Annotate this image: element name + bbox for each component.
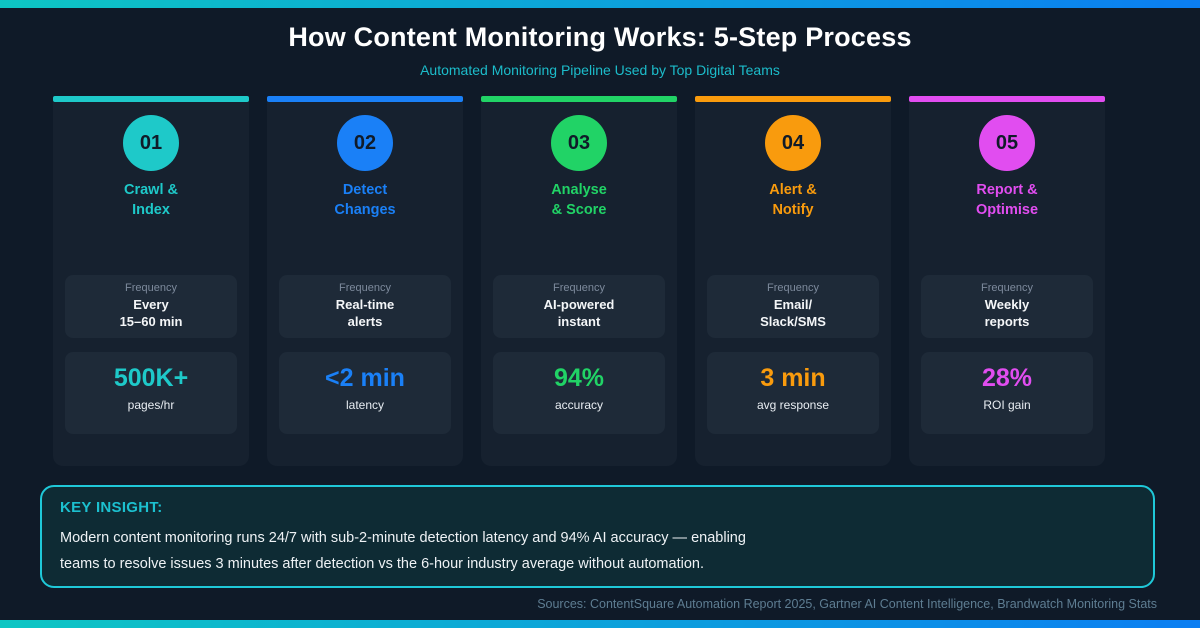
step-title-line: & Score	[551, 202, 607, 218]
step-4-number: 04	[781, 131, 805, 154]
step-5-number-badge: 05	[979, 115, 1035, 171]
metric-value: 500K+	[113, 364, 189, 392]
step-2-number: 02	[353, 131, 377, 154]
sources-text: Sources: ContentSquare Automation Report…	[537, 597, 1157, 611]
frequency-value: Email/ Slack/SMS	[707, 297, 879, 330]
metric-label: accuracy	[554, 398, 604, 412]
step-4-frequency-box: Frequency Email/ Slack/SMS	[707, 275, 879, 338]
step-3-frequency-box: Frequency AI-powered instant	[493, 275, 665, 338]
metric-label: latency	[345, 398, 385, 412]
step-1-title: Crawl & Index	[53, 180, 249, 220]
frequency-value-line: 15–60 min	[119, 313, 183, 329]
step-card-2: 02 Detect Changes Frequency Real-time al…	[267, 96, 463, 466]
step-4-number-badge: 04	[765, 115, 821, 171]
frequency-value: AI-powered instant	[493, 297, 665, 330]
key-insight-line: Modern content monitoring runs 24/7 with…	[60, 530, 746, 546]
step-title-line: Crawl &	[124, 182, 178, 198]
step-4-title: Alert & Notify	[695, 180, 891, 220]
step-3-accent-bar	[481, 96, 677, 102]
step-1-number: 01	[139, 131, 163, 154]
step-5-title: Report & Optimise	[909, 180, 1105, 220]
metric-value: 28%	[981, 364, 1033, 392]
step-title-line: Changes	[334, 202, 396, 218]
step-title-line: Optimise	[975, 202, 1039, 218]
steps-row: 01 Crawl & Index Frequency Every 15–60 m…	[53, 96, 1105, 466]
step-3-card-body: 03 Analyse & Score Frequency AI-powered …	[481, 102, 677, 466]
top-gradient-bar	[0, 0, 1200, 8]
step-3-title: Analyse & Score	[481, 180, 677, 220]
frequency-label: Frequency	[553, 282, 605, 294]
frequency-value-line: alerts	[347, 313, 383, 329]
page-title: How Content Monitoring Works: 5-Step Pro…	[288, 22, 912, 52]
step-card-5: 05 Report & Optimise Frequency Weekly re…	[909, 96, 1105, 466]
frequency-value: Real-time alerts	[279, 297, 451, 330]
metric-label: pages/hr	[127, 398, 175, 412]
step-2-metric-box: <2 min latency	[279, 352, 451, 434]
frequency-label: Frequency	[125, 282, 177, 294]
frequency-value-line: Every	[133, 297, 169, 312]
step-4-card-body: 04 Alert & Notify Frequency Email/ Slack…	[695, 102, 891, 466]
step-3-number: 03	[567, 131, 591, 154]
bottom-gradient-bar	[0, 620, 1200, 628]
step-4-metric-box: 3 min avg response	[707, 352, 879, 434]
frequency-value-line: reports	[984, 313, 1030, 329]
frequency-value-line: Weekly	[984, 297, 1030, 312]
step-1-accent-bar	[53, 96, 249, 102]
step-2-title: Detect Changes	[267, 180, 463, 220]
frequency-label: Frequency	[981, 282, 1033, 294]
frequency-label: Frequency	[767, 282, 819, 294]
frequency-value-line: Email/	[773, 297, 813, 312]
frequency-label: Frequency	[339, 282, 391, 294]
step-2-number-badge: 02	[337, 115, 393, 171]
metric-value: 3 min	[760, 364, 826, 392]
step-1-number-badge: 01	[123, 115, 179, 171]
key-insight-box: KEY INSIGHT: Modern content monitoring r…	[40, 485, 1155, 588]
step-5-card-body: 05 Report & Optimise Frequency Weekly re…	[909, 102, 1105, 466]
step-2-accent-bar	[267, 96, 463, 102]
step-5-metric-box: 28% ROI gain	[921, 352, 1093, 434]
step-5-accent-bar	[909, 96, 1105, 102]
step-1-frequency-box: Frequency Every 15–60 min	[65, 275, 237, 338]
step-title-line: Analyse	[551, 182, 607, 198]
step-4-accent-bar	[695, 96, 891, 102]
key-insight-line: teams to resolve issues 3 minutes after …	[60, 556, 704, 572]
step-2-card-body: 02 Detect Changes Frequency Real-time al…	[267, 102, 463, 466]
step-5-frequency-box: Frequency Weekly reports	[921, 275, 1093, 338]
step-title-line: Alert &	[769, 182, 817, 198]
frequency-value-line: instant	[557, 313, 601, 329]
page-subtitle: Automated Monitoring Pipeline Used by To…	[420, 62, 780, 78]
frequency-value-line: AI-powered	[543, 297, 615, 312]
step-title-line: Index	[132, 202, 170, 218]
step-2-frequency-box: Frequency Real-time alerts	[279, 275, 451, 338]
step-3-number-badge: 03	[551, 115, 607, 171]
step-title-line: Notify	[772, 202, 814, 218]
step-card-1: 01 Crawl & Index Frequency Every 15–60 m…	[53, 96, 249, 466]
step-1-card-body: 01 Crawl & Index Frequency Every 15–60 m…	[53, 102, 249, 466]
step-1-metric-box: 500K+ pages/hr	[65, 352, 237, 434]
frequency-value: Weekly reports	[921, 297, 1093, 330]
key-insight-text: Modern content monitoring runs 24/7 with…	[60, 525, 1135, 577]
header: How Content Monitoring Works: 5-Step Pro…	[0, 22, 1200, 78]
step-card-4: 04 Alert & Notify Frequency Email/ Slack…	[695, 96, 891, 466]
metric-label: ROI gain	[983, 398, 1031, 412]
step-title-line: Report &	[976, 182, 1038, 198]
step-5-number: 05	[995, 131, 1019, 154]
step-title-line: Detect	[342, 182, 388, 198]
metric-label: avg response	[756, 398, 830, 412]
frequency-value: Every 15–60 min	[65, 297, 237, 330]
frequency-value-line: Slack/SMS	[760, 313, 826, 329]
step-card-3: 03 Analyse & Score Frequency AI-powered …	[481, 96, 677, 466]
frequency-value-line: Real-time	[335, 297, 395, 312]
metric-value: 94%	[553, 364, 605, 392]
step-3-metric-box: 94% accuracy	[493, 352, 665, 434]
key-insight-heading: KEY INSIGHT:	[60, 499, 163, 516]
metric-value: <2 min	[325, 364, 405, 392]
